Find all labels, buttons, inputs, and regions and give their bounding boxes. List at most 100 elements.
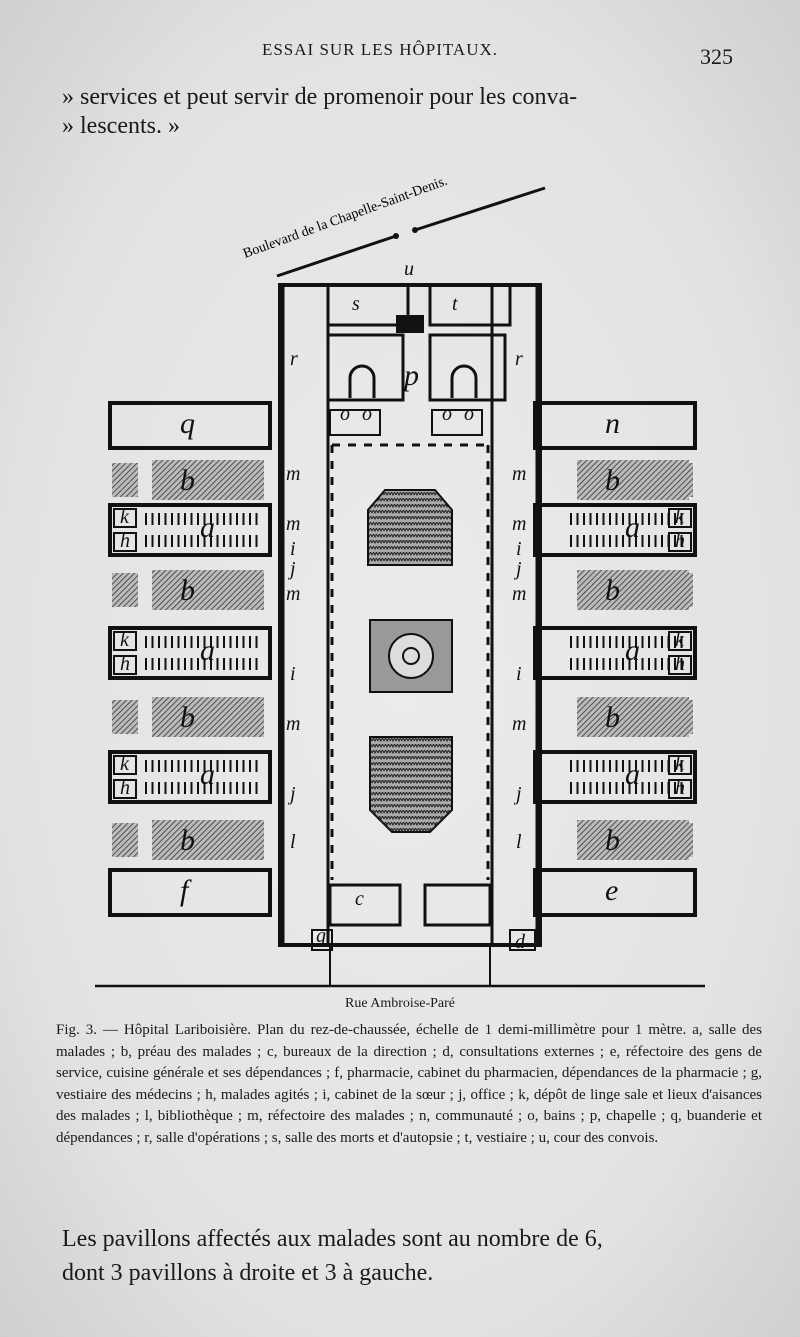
plan-label-f: f [180,874,192,907]
caption-text: Plan du rez-de-chaussée, échelle de 1 de… [56,1022,763,1146]
room-h [113,779,137,799]
plan-label-h: h [675,653,685,675]
plan-label-m: m [512,713,526,735]
plan-label-m: m [286,513,300,535]
room-h [668,779,692,799]
plan-label-o: o [442,403,452,425]
plan-label-b: b [605,574,620,607]
closing-paragraph: Les pavillons affectés aux malades sont … [62,1222,603,1290]
courtyard-b [152,697,264,737]
figure-caption: Fig. 3. — Hôpital Lariboisière. Plan du … [56,1020,762,1149]
plan-label-a: a [200,634,215,667]
ward-pavilion-a [108,503,272,557]
running-head: ESSAI SUR LES HÔPITAUX. [261,40,499,59]
plan-label-a: a [625,511,640,544]
room-t [428,283,512,327]
service-pavilion-q [108,401,272,450]
plan-label-b: b [180,824,195,857]
baths-right [431,409,483,436]
altar-icon [450,364,478,398]
plan-label-c: c [355,888,364,910]
street-bottom-label: Rue Ambroise-Paré [344,996,456,1011]
plan-label-i: i [516,538,522,560]
plan-label-e: e [605,874,618,907]
plan-label-k: k [120,506,130,528]
room-c-right [423,883,492,927]
body-line: » lescents. » [62,113,180,139]
plan-label-j: j [513,558,522,580]
plan-label-a: a [200,758,215,791]
courtyard-end [667,573,693,607]
room-g [311,929,333,951]
altar-icon [348,364,376,398]
room-h [668,655,692,675]
room-k [113,631,137,651]
plan-label-g: g [316,925,326,947]
right-gallery [490,283,539,947]
central-building [278,283,542,947]
courtyard-end [112,823,138,857]
courtyard-end [667,700,693,734]
garden-patch [367,489,453,566]
plan-label-b: b [605,824,620,857]
plan-label-o: o [362,403,372,425]
figure-number: Fig. 3. — Hôpital Lariboisière. [56,1022,252,1038]
plan-label-i: i [290,538,296,560]
courtyard-end [112,700,138,734]
plan-label-k: k [675,506,685,528]
plan-label-t: t [452,293,458,315]
plan-label-b: b [180,701,195,734]
courtyard-b [152,820,264,860]
courtyard-end [667,823,693,857]
plan-label-a: a [625,634,640,667]
page-number: 325 [700,44,733,69]
room-s [326,283,410,327]
chapel-right [428,333,507,402]
plan-label-a: a [200,511,215,544]
courtyard-b [152,570,264,610]
plan-label-d: d [515,931,526,953]
boulevard-line [276,186,546,278]
plan-label-i: i [290,663,296,685]
courtyard-b [152,460,264,500]
plan-label-s: s [352,293,360,315]
plan-label-q: q [180,407,195,440]
plan-label-m: m [286,583,300,605]
plan-label-m: m [286,713,300,735]
baths-left [329,409,381,436]
plan-label-j: j [513,783,522,805]
plan-label-k: k [675,629,685,651]
ward-pavilion-a [533,626,697,680]
plan-label-m: m [286,463,300,485]
garden-patch [369,736,453,833]
ward-pavilion-a [533,503,697,557]
plan-label-m: m [512,463,526,485]
plan-label-m: m [512,513,526,535]
plan-label-b: b [605,701,620,734]
service-pavilion-e [533,868,697,917]
plan-label-o: o [340,403,350,425]
plan-label-p: p [402,359,419,392]
plan-label-b: b [605,464,620,497]
plan-label-a: a [625,758,640,791]
plan-label-k: k [120,753,130,775]
plan-label-h: h [120,653,130,675]
room-h [113,655,137,675]
plan-label-j: j [287,783,296,805]
chapel-left [326,333,405,402]
plan-label-k: k [675,753,685,775]
plan-label-n: n [605,407,620,440]
body-line: Les pavillons affectés aux malades sont … [62,1226,603,1252]
plan-label-l: l [516,831,522,853]
plan-label-b: b [180,464,195,497]
plan-label-h: h [120,777,130,799]
plan-label-h: h [675,777,685,799]
room-c [328,883,402,927]
courtyard-end [667,463,693,497]
plan-label-r: r [515,348,523,370]
plan-label-u: u [404,258,414,280]
body-line: » services et peut servir de promenoir p… [62,84,578,110]
ward-pavilion-a [108,750,272,804]
plan-label-h: h [675,530,685,552]
